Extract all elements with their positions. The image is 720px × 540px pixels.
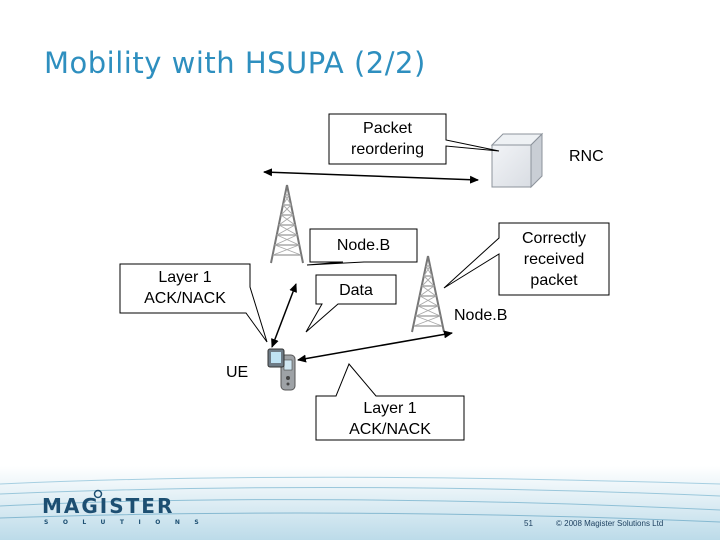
- callout-correctly-received: Correctly received packet: [521, 230, 586, 289]
- node-b-right-label: Node.B: [454, 307, 508, 324]
- arrow-rnc-node-b-top: [263, 168, 479, 184]
- antenna-tower-icon: [411, 255, 445, 333]
- mobile-phone-icon: [267, 348, 296, 391]
- arrow-ue-node-b-right: [297, 330, 453, 363]
- callout-data-bubble: [305, 274, 397, 333]
- callout-correctly-received-bubble: [443, 222, 610, 296]
- callout-layer1-bottom: Layer 1 ACK/NACK: [349, 400, 431, 438]
- callout-layer1-left: Layer 1 ACK/NACK: [144, 269, 226, 307]
- callout-node-b-top: Node.B: [336, 237, 391, 254]
- callout-data: Data: [339, 282, 373, 299]
- copyright-notice: © 2008 Magister Solutions Ltd: [556, 519, 664, 528]
- ue-label: UE: [226, 364, 249, 381]
- callout-packet-reordering-bubble: [328, 113, 500, 165]
- logo-wordmark: MAGISTER: [42, 494, 175, 518]
- callout-packet-reordering: Packet reordering: [351, 120, 424, 158]
- logo-dot-icon: [93, 489, 103, 499]
- logo-subtitle: SOLUTIONS: [44, 519, 214, 526]
- antenna-tower-icon: [270, 184, 304, 264]
- rnc-server-icon: [490, 132, 544, 189]
- callout-layer1-left-bubble: [119, 263, 268, 343]
- slide-title: Mobility with HSUPA (2/2): [44, 46, 426, 80]
- callout-node-b-top-bubble: [306, 228, 418, 266]
- page-number: 51: [524, 519, 533, 528]
- callout-layer1-bottom-bubble: [315, 363, 465, 441]
- arrow-ue-node-b-top: [271, 283, 297, 348]
- footer-band: [0, 466, 720, 540]
- rnc-label: RNC: [569, 148, 604, 165]
